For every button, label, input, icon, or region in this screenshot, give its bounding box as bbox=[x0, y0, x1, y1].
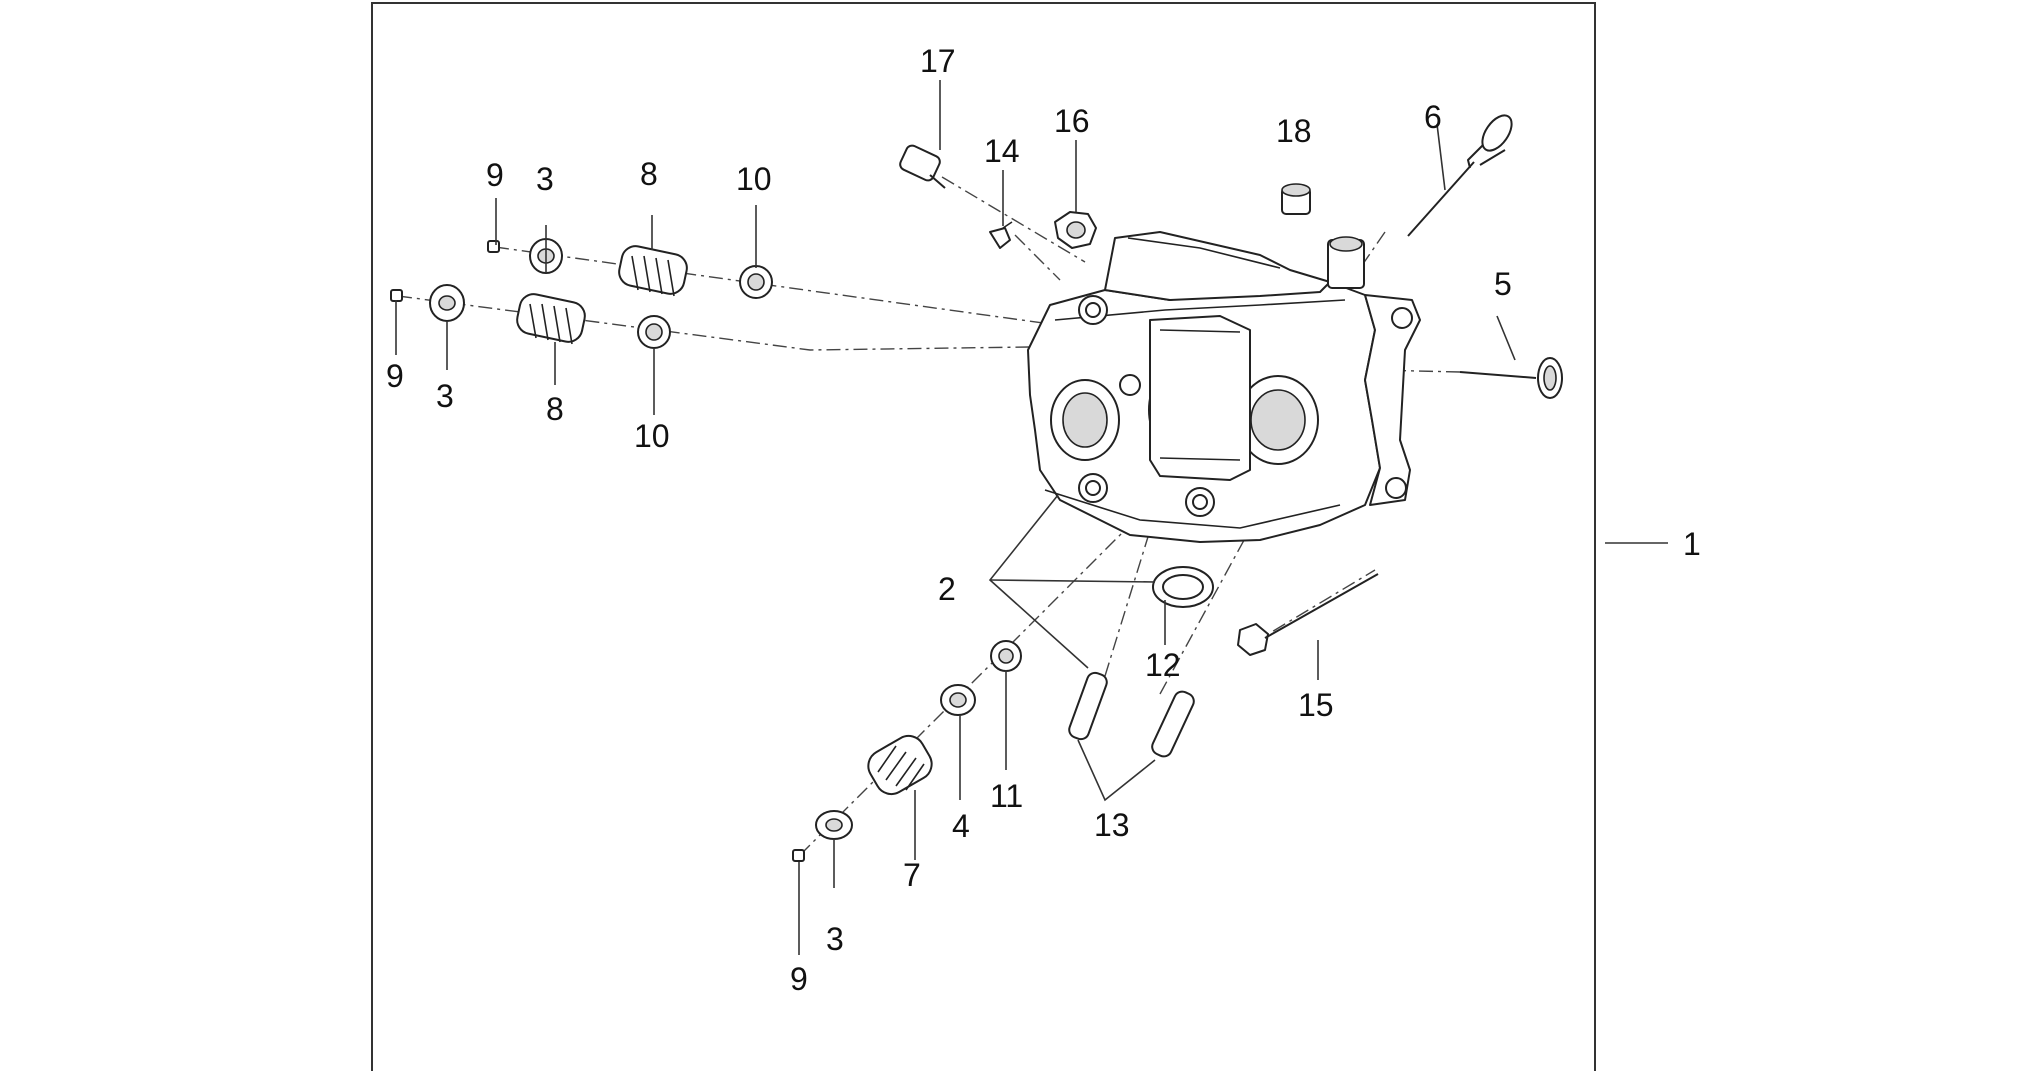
callout-9-bottom: 9 bbox=[790, 961, 808, 997]
pin bbox=[989, 221, 1013, 249]
intake-valve bbox=[1407, 114, 1513, 237]
callout-13: 13 bbox=[1094, 807, 1130, 843]
valve-springs bbox=[516, 245, 688, 345]
callout-12: 12 bbox=[1145, 647, 1181, 683]
callout-3-top: 3 bbox=[536, 161, 554, 197]
callout-labels: 1 2 3 3 3 4 5 6 7 8 8 9 9 9 10 10 11 12 … bbox=[386, 43, 1701, 997]
callout-3-mid: 3 bbox=[436, 378, 454, 414]
callout-9-top: 9 bbox=[486, 157, 504, 193]
lower-valve-spring bbox=[867, 734, 933, 796]
callout-14: 14 bbox=[984, 133, 1020, 169]
callout-3-bottom: 3 bbox=[826, 921, 844, 957]
diagram-frame bbox=[371, 2, 1596, 1071]
sleeve bbox=[1281, 183, 1311, 215]
callout-8-top: 8 bbox=[640, 156, 658, 192]
callout-18: 18 bbox=[1276, 113, 1312, 149]
callout-7: 7 bbox=[903, 857, 921, 893]
long-bolt bbox=[1237, 573, 1379, 656]
screw bbox=[899, 144, 946, 189]
callout-1: 1 bbox=[1683, 526, 1701, 562]
callout-6: 6 bbox=[1424, 99, 1442, 135]
callout-8-bottom: 8 bbox=[546, 391, 564, 427]
callout-11: 11 bbox=[990, 778, 1023, 814]
o-ring bbox=[1152, 566, 1214, 608]
dowel-pins bbox=[1068, 671, 1195, 758]
callout-4: 4 bbox=[952, 808, 970, 844]
valve-cotters bbox=[390, 240, 805, 862]
callout-2: 2 bbox=[938, 571, 956, 607]
callout-16: 16 bbox=[1054, 103, 1090, 139]
cylinder-head bbox=[1027, 231, 1421, 543]
lower-stem-seal bbox=[990, 640, 1022, 672]
exhaust-valve bbox=[1459, 357, 1563, 399]
callout-9-mid: 9 bbox=[386, 358, 404, 394]
callout-10-bottom: 10 bbox=[634, 418, 670, 454]
leader-lines bbox=[395, 80, 1668, 955]
spring-seat bbox=[940, 684, 976, 716]
callout-17: 17 bbox=[920, 43, 956, 79]
callout-5: 5 bbox=[1494, 266, 1512, 302]
nut bbox=[1054, 211, 1097, 249]
callout-15: 15 bbox=[1298, 687, 1334, 723]
callout-10-top: 10 bbox=[736, 161, 772, 197]
valve-stem-seals bbox=[637, 265, 773, 349]
